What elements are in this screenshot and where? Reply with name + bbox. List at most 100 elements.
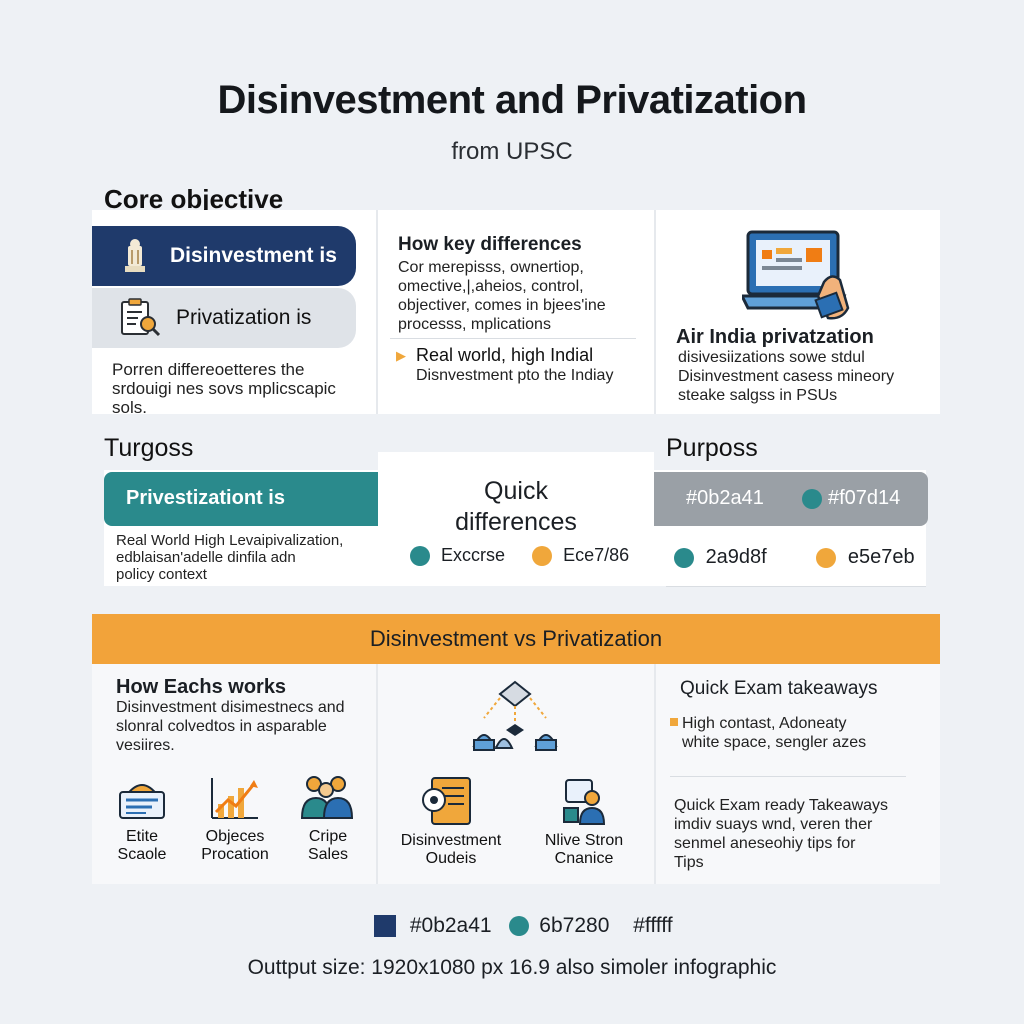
bullet-arrow-icon: ▶ [396, 348, 406, 363]
privatization-pill-label: Privatization is [176, 306, 312, 329]
purpose-left-line: policy context [116, 566, 207, 583]
purpose-left-body: Real World High Levaipivalization, edbla… [116, 532, 372, 583]
swatch-navy [374, 915, 396, 938]
key-differences-body: Cor merepisss, ownertiop, omective,|,ahe… [398, 258, 648, 334]
icon-label-line: Procation [201, 846, 269, 863]
takeaways-line: imdiv suays wnd, veren ther [674, 816, 873, 833]
clipboard-search-icon [118, 298, 162, 343]
swatch-teal [509, 916, 530, 937]
takeaways-line: senmel aneseohiy tips for [674, 835, 856, 852]
swatch-label: #0b2a41 [409, 914, 492, 937]
icon-label-line: Cnanice [554, 850, 614, 867]
privatization-teal-pill: Privestizationt is [104, 472, 378, 526]
howworks-line: vesiires. [116, 737, 175, 754]
legend-dot-orange [816, 547, 837, 568]
privatization-pill: Privatization is [92, 288, 356, 348]
purpose-right-heading: Purposs [666, 434, 758, 462]
purpose-left-line: edblaisan'adelle dinfila adn [116, 549, 296, 566]
disinvestment-pill-label: Disinvestment is [170, 244, 337, 267]
separator [390, 338, 636, 339]
icon-label-scale: Etite Scaole [106, 828, 178, 864]
person-process-icon [560, 778, 608, 831]
legend-dot-teal [674, 547, 694, 568]
airindia-line: Disinvestment casess mineory [678, 368, 895, 385]
separator [666, 586, 926, 587]
legend-dot-teal [410, 546, 430, 567]
legend-label: e5e7eb [847, 546, 915, 568]
airindia-line: steake salgss in PSUs [678, 387, 838, 404]
comparison-banner: Disinvestment vs Privatization [92, 614, 940, 664]
core-objective-heading: Core objective [104, 184, 284, 214]
icon-label-line: Oudeis [425, 850, 477, 867]
core-objective-body: Porren differeoetteres the srdouigi nes … [112, 360, 362, 417]
purpose-left-line: Real World High Levaipivalization, [116, 532, 344, 549]
icon-label-procation: Objeces Procation [190, 828, 280, 864]
icon-label-line: Etite [125, 828, 158, 845]
legend-label: Exccrse [441, 545, 506, 565]
legend-label: 2a9d8f [705, 546, 767, 568]
color-swatch-row: #0b2a41 6b7280 #fffff [374, 914, 673, 938]
icon-label-disinvestment-models: Disinvestment Oudeis [394, 832, 508, 868]
laptop-hand-icon [739, 226, 860, 327]
air-india-body: disivesiizations sowe stdul Disinvestmen… [678, 348, 928, 405]
howworks-line: slonral colvedtos in asparable [116, 718, 327, 735]
core-body-line: sols. [112, 398, 147, 417]
quick-title-line: differences [455, 508, 577, 536]
icon-label-line: Disinvestment [400, 832, 502, 849]
color-dot-teal [802, 489, 822, 509]
takeaways-line: Quick Exam ready Takeaways [674, 797, 889, 814]
core-body-line: Porren differeoetteres the [112, 360, 305, 379]
bullet-square-icon [670, 718, 678, 726]
icon-label-line: Scaole [117, 846, 167, 863]
gear-document-icon [418, 776, 474, 833]
keydiff-line: objectiver, comes in bjees'ine [398, 297, 606, 314]
privatization-teal-label: Privestizationt is [126, 487, 285, 509]
air-india-heading: Air India privatzation [676, 326, 874, 348]
divider [376, 210, 378, 414]
divider [654, 210, 656, 414]
color-code-pill: #0b2a41 #f07d14 [654, 472, 928, 526]
takeaways-body: Quick Exam ready Takeaways imdiv suays w… [674, 796, 926, 872]
icon-label-line: Sales [307, 846, 349, 863]
takeaways-bullet-line: white space, sengler azes [682, 734, 867, 751]
network-flow-icon [470, 678, 560, 759]
howworks-line: Disinvestment disimestnecs and [116, 699, 345, 716]
icon-label-sales: Cripe Sales [290, 828, 366, 864]
swatch-label: 6b7280 [539, 914, 610, 937]
airindia-line: disivesiizations sowe stdul [678, 349, 865, 366]
team-icon [300, 772, 354, 827]
icon-label-finance: Nlive Stron Cnanice [534, 832, 634, 868]
icon-label-line: Nlive Stron [544, 832, 624, 849]
emblem-icon [122, 238, 148, 279]
key-differences-heading: How key differences [398, 234, 582, 255]
real-world-body: Disnvestment pto the Indiay [416, 367, 614, 384]
takeaways-bullet-line: High contast, Adoneaty [682, 715, 847, 732]
icon-label-line: Cripe [308, 828, 348, 845]
how-works-heading: How Eachs works [116, 676, 287, 698]
separator [670, 776, 906, 777]
banner-label: Disinvestment vs Privatization [369, 626, 663, 651]
quick-legend: Exccrse Ece7/86 [410, 545, 630, 567]
output-size-note: Outtput size: 1920x1080 px 16.9 also sim… [247, 956, 777, 979]
quick-differences-title: Quick differences [378, 476, 654, 538]
icon-label-line: Objeces [205, 828, 265, 845]
takeaways-line: Tips [674, 854, 704, 871]
quick-title-line: Quick [484, 477, 548, 505]
legend-label: Ece7/86 [563, 545, 630, 565]
keydiff-line: Cor merepisss, ownertiop, [398, 259, 584, 276]
purpose-right-legend: 2a9d8f e5e7eb [674, 546, 915, 569]
real-world-title: Real world, high Indial [416, 345, 594, 365]
divider [376, 664, 378, 884]
keydiff-line: processs, mplications [398, 316, 551, 333]
certificate-icon [118, 776, 166, 827]
page-subtitle: from UPSC [451, 138, 573, 165]
keydiff-line: omective,|,aheios, control, [398, 278, 584, 295]
color-code-label: #0b2a41 [686, 487, 764, 509]
color-code-label: #f07d14 [828, 487, 901, 509]
how-works-body: Disinvestment disimestnecs and slonral c… [116, 698, 372, 755]
takeaways-heading: Quick Exam takeaways [680, 678, 878, 699]
purpose-left-heading: Turgoss [104, 434, 194, 462]
core-body-line: srdouigi nes sovs mplicscapic [112, 379, 336, 398]
takeaways-bullet: High contast, Adoneaty white space, seng… [682, 714, 866, 752]
divider [654, 664, 656, 884]
